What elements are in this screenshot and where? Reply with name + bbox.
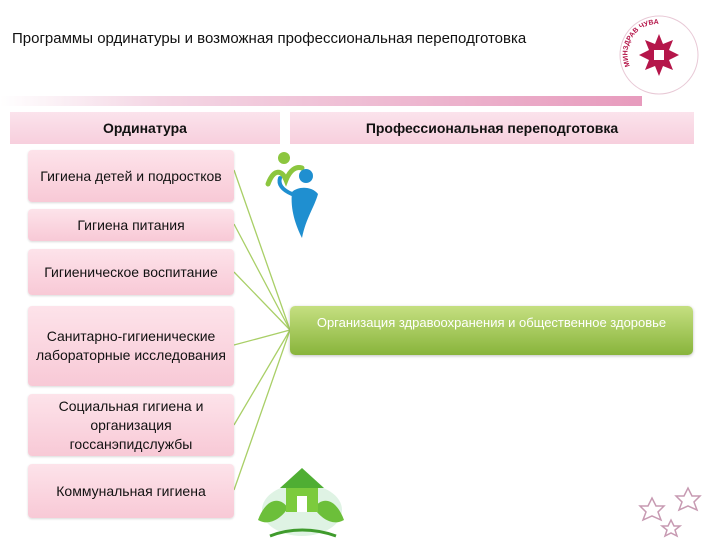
header-retraining: Профессиональная переподготовка	[290, 112, 694, 144]
program-box[interactable]: Гигиеническое воспитание	[28, 249, 234, 295]
program-box[interactable]: Санитарно-гигиенические лабораторные исс…	[28, 306, 234, 386]
title-underline	[0, 96, 642, 106]
program-box[interactable]: Гигиена питания	[28, 209, 234, 241]
program-label: Гигиена детей и подростков	[40, 167, 222, 184]
program-box[interactable]: Социальная гигиена и организация госсанэ…	[28, 394, 234, 456]
flower-ornament-icon	[638, 486, 702, 538]
program-label: Коммунальная гигиена	[56, 482, 206, 499]
program-label: Санитарно-гигиенические лабораторные исс…	[36, 328, 226, 363]
program-label: Гигиеническое воспитание	[44, 263, 218, 280]
connector-line	[233, 329, 291, 426]
connector-line	[233, 223, 291, 331]
connector-line	[233, 329, 291, 346]
program-box[interactable]: Коммунальная гигиена	[28, 464, 234, 518]
retraining-label: Организация здравоохранения и общественн…	[316, 315, 667, 330]
program-box[interactable]: Гигиена детей и подростков	[28, 150, 234, 202]
connector-line	[233, 271, 291, 331]
slide-title: Программы ординатуры и возможная професс…	[12, 30, 527, 47]
retraining-box[interactable]: Организация здравоохранения и общественн…	[290, 306, 693, 355]
eco-house-icon	[258, 468, 344, 538]
connector-line	[233, 169, 291, 331]
person-figure-icon	[265, 152, 318, 238]
header-residency: Ординатура	[10, 112, 280, 144]
connector-line	[233, 329, 291, 491]
program-label: Гигиена питания	[77, 216, 185, 233]
program-label: Социальная гигиена и организация госсанэ…	[58, 397, 204, 452]
ministry-logo-icon: МИНЗДРАВ ЧУВАШИИ	[618, 14, 699, 95]
